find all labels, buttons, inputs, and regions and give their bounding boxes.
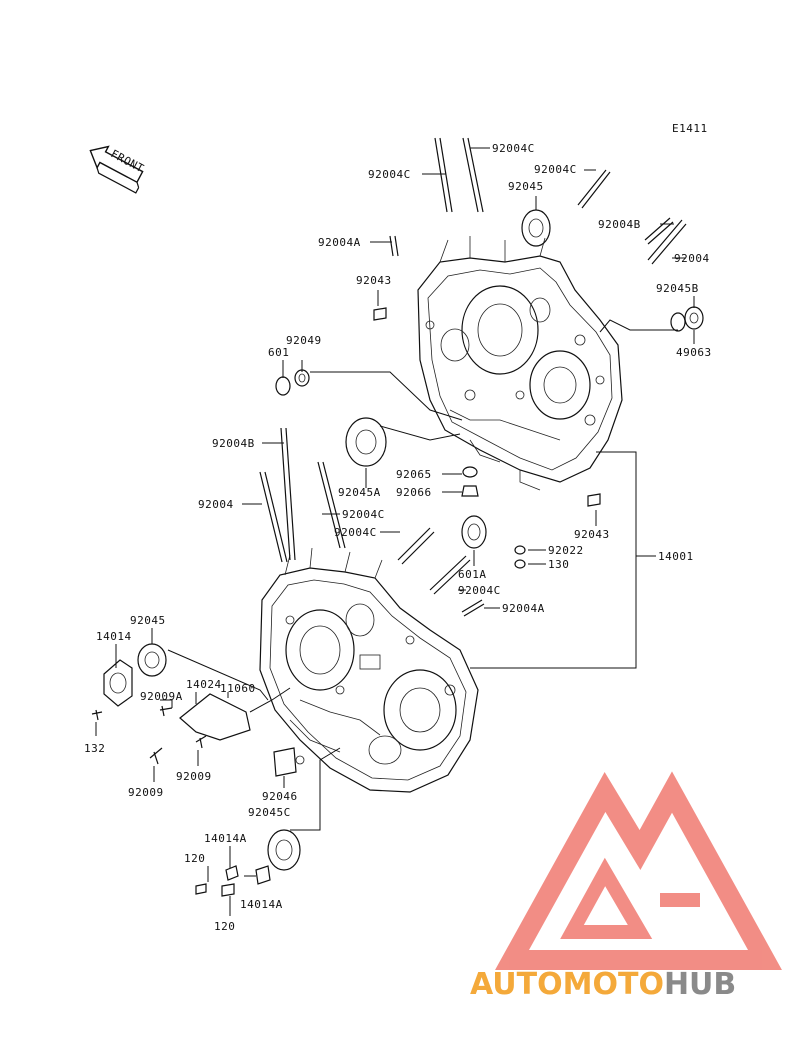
part-label: 92043 [574, 528, 610, 541]
part-label: 14024 [186, 678, 222, 691]
leader-lines [95, 147, 695, 916]
part-label: 92045A [338, 486, 381, 499]
part-label: 14014 [96, 630, 132, 643]
part-label: 92004 [198, 498, 234, 511]
part-label: 120 [184, 852, 205, 865]
diagram-code: E1411 [672, 122, 708, 135]
part-label: 92004C [492, 142, 535, 155]
front-arrow-icon [89, 145, 144, 194]
part-label: 92004A [318, 236, 361, 249]
part-label: 92004C [342, 508, 385, 521]
part-label: 92009A [140, 690, 183, 703]
part-label: 14014A [240, 898, 283, 911]
part-label: 49063 [676, 346, 712, 359]
part-label: 120 [214, 920, 235, 933]
part-label: 92004B [598, 218, 641, 231]
part-label: 92066 [396, 486, 432, 499]
part-label: 92004C [534, 163, 577, 176]
part-label: 14014A [204, 832, 247, 845]
part-label: 92004 [674, 252, 710, 265]
part-label: 132 [84, 742, 105, 755]
upper-crankcase-half [417, 236, 623, 491]
part-label: 92009 [176, 770, 212, 783]
part-labels: 92004C 92004C 92004C 92045 92004B 92004A… [84, 142, 712, 933]
part-label: 601 [268, 346, 289, 359]
part-label: 14001 [658, 550, 694, 563]
watermark-logo [495, 771, 782, 970]
part-label: 11060 [220, 682, 256, 695]
part-label: 92022 [548, 544, 584, 557]
part-label: 92065 [396, 468, 432, 481]
part-label: 92043 [356, 274, 392, 287]
part-label: 92004C [334, 526, 377, 539]
part-label: 92046 [262, 790, 298, 803]
part-label: 92045 [508, 180, 544, 193]
lower-crankcase-half [259, 547, 479, 793]
watermark-text: AUTOMOTOHUB [470, 967, 736, 1002]
part-label: 92004C [368, 168, 411, 181]
part-label: 92004C [458, 584, 501, 597]
part-label: 92045 [130, 614, 166, 627]
part-label: 92049 [286, 334, 322, 347]
part-label: 130 [548, 558, 569, 571]
part-label: 92045C [248, 806, 291, 819]
part-label: 601A [458, 568, 487, 581]
crankcase-studs [259, 137, 687, 617]
small-parts [91, 209, 704, 897]
part-label: 92004A [502, 602, 545, 615]
part-label: 92004B [212, 437, 255, 450]
part-label: 92045B [656, 282, 699, 295]
part-label: 92009 [128, 786, 164, 799]
